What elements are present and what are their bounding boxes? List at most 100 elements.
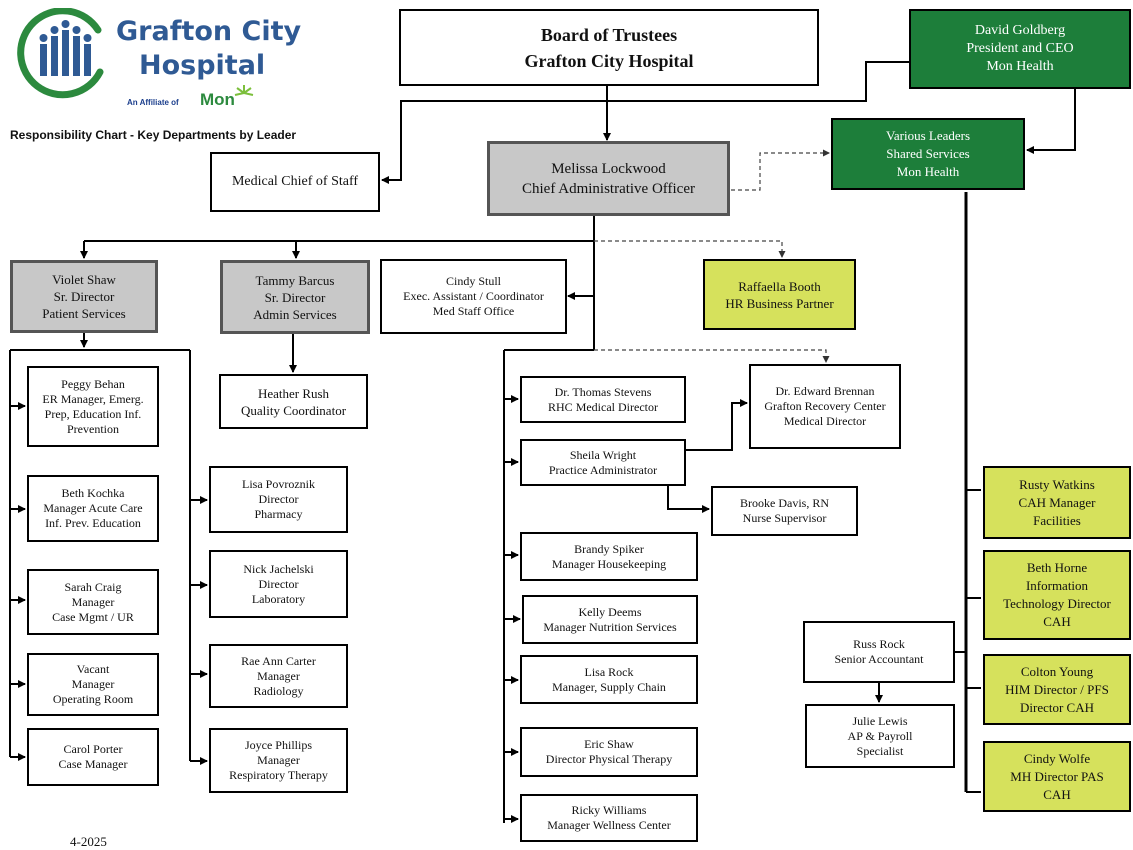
node-medical-chief: Medical Chief of Staff	[210, 152, 380, 212]
node-cindy-wolfe: Cindy Wolfe MH Director PAS CAH	[983, 741, 1131, 812]
node-line: Beth Horne	[1026, 560, 1088, 575]
node-line: Joyce Phillips	[244, 738, 312, 752]
node-brandy-spiker: Brandy Spiker Manager Housekeeping	[520, 532, 698, 581]
node-line: Chief Administrative Officer	[521, 180, 695, 197]
footer-date: 4-2025	[70, 834, 107, 849]
node-line: Prevention	[67, 421, 119, 436]
node-line: Director	[258, 576, 299, 591]
node-line: Manager Acute Care	[43, 501, 143, 515]
node-cindy-stull: Cindy Stull Exec. Assistant / Coordinato…	[380, 259, 567, 334]
node-violet-shaw: Violet Shaw Sr. Director Patient Service…	[10, 260, 158, 333]
node-line: Sr. Director	[53, 289, 115, 304]
hospital-logo-emblem	[17, 8, 104, 99]
node-line: President and CEO	[966, 41, 1074, 56]
node-line: CAH Manager	[1018, 494, 1096, 510]
node-line: Mon Health	[986, 59, 1054, 74]
node-line: Laboratory	[251, 591, 306, 606]
node-line: Manager Housekeeping	[551, 556, 667, 571]
node-line: Quality Coordinator	[240, 402, 347, 418]
node-line: Rae Ann Carter	[241, 653, 316, 668]
affiliate-label: An Affiliate of	[127, 98, 179, 107]
node-line: Shared Services	[886, 146, 970, 161]
node-julie-lewis: Julie Lewis AP & Payroll Specialist	[805, 704, 955, 768]
node-line: Brandy Spiker	[574, 541, 644, 556]
node-line: Lisa Rock	[584, 664, 634, 679]
node-line: Exec. Assistant / Coordinator	[403, 289, 544, 303]
node-vacant: Vacant Manager Operating Room	[27, 653, 159, 716]
node-line: RHC Medical Director	[548, 399, 658, 414]
node-line: Med Staff Office	[432, 304, 515, 318]
node-line: Director CAH	[1019, 699, 1094, 715]
node-line: Board of Trustees	[540, 24, 678, 45]
node-line: Manager	[71, 677, 115, 691]
node-russ-rock: Russ Rock Senior Accountant	[803, 621, 955, 683]
node-brooke-davis: Brooke Davis, RN Nurse Supervisor	[711, 486, 858, 536]
node-line: Manager Wellness Center	[547, 818, 671, 832]
node-line: Brooke Davis, RN	[740, 496, 829, 510]
chart-title: Responsibility Chart - Key Departments b…	[10, 128, 297, 142]
node-edward-brennan: Dr. Edward Brennan Grafton Recovery Cent…	[749, 364, 901, 449]
node-line: Cindy Stull	[445, 274, 501, 288]
node-rae-ann-carter: Rae Ann Carter Manager Radiology	[209, 644, 348, 708]
node-line: Rusty Watkins	[1019, 476, 1095, 492]
node-line: Information	[1025, 578, 1089, 593]
node-lisa-rock: Lisa Rock Manager, Supply Chain	[520, 655, 698, 704]
node-line: CAH	[1043, 786, 1071, 802]
node-raffaella-booth: Raffaella Booth HR Business Partner	[703, 259, 856, 330]
node-line: Tammy Barcus	[255, 272, 335, 288]
node-sarah-craig: Sarah Craig Manager Case Mgmt / UR	[27, 569, 159, 635]
node-line: Case Manager	[58, 757, 128, 771]
node-line: Lisa Povroznik	[242, 477, 315, 491]
node-line: Radiology	[253, 683, 304, 698]
node-line: Operating Room	[52, 692, 134, 706]
node-beth-horne: Beth Horne Information Technology Direct…	[983, 550, 1131, 640]
node-line: Heather Rush	[257, 385, 330, 401]
node-line: CAH	[1043, 614, 1071, 629]
node-line: Patient Services	[42, 306, 126, 321]
node-line: HR Business Partner	[725, 295, 834, 311]
node-line: Manager	[257, 753, 300, 767]
node-line: Mon Health	[896, 164, 960, 179]
node-line: MH Director PAS	[1010, 768, 1104, 784]
node-line: AP & Payroll	[847, 728, 913, 743]
node-tammy-barcus: Tammy Barcus Sr. Director Admin Services	[220, 260, 370, 334]
node-lisa-povroznik: Lisa Povroznik Director Pharmacy	[209, 466, 348, 533]
node-line: Manager, Supply Chain	[552, 679, 666, 694]
node-line: David Goldberg	[974, 23, 1066, 38]
node-line: Practice Administrator	[548, 462, 658, 477]
node-kelly-deems: Kelly Deems Manager Nutrition Services	[522, 595, 698, 644]
node-line: Technology Director	[1003, 596, 1111, 611]
node-various-leaders: Various Leaders Shared Services Mon Heal…	[831, 118, 1025, 190]
node-lockwood: Melissa Lockwood Chief Administrative Of…	[487, 141, 730, 216]
node-line: Facilities	[1033, 512, 1081, 528]
node-line: Inf. Prev. Education	[45, 516, 141, 530]
node-line: Director	[258, 492, 299, 506]
node-goldberg: David Goldberg President and CEO Mon Hea…	[909, 9, 1131, 89]
logo-name-line2: Hospital	[139, 50, 266, 81]
node-line: Pharmacy	[254, 507, 303, 521]
logo-name-line1: Grafton City	[116, 16, 302, 47]
node-line: Manager	[257, 668, 300, 683]
node-heather-rush: Heather Rush Quality Coordinator	[219, 374, 368, 429]
node-line: Violet Shaw	[52, 272, 116, 287]
node-line: Manager Nutrition Services	[543, 619, 677, 634]
node-colton-young: Colton Young HIM Director / PFS Director…	[983, 654, 1131, 725]
node-eric-shaw: Eric Shaw Director Physical Therapy	[520, 727, 698, 777]
node-nick-jachelski: Nick Jachelski Director Laboratory	[209, 550, 348, 618]
node-line: Medical Chief of Staff	[231, 174, 359, 189]
node-line: Sr. Director	[264, 289, 326, 305]
node-line: Grafton Recovery Center	[764, 399, 886, 413]
node-line: Dr. Thomas Stevens	[554, 384, 652, 399]
node-board: Board of Trustees Grafton City Hospital	[399, 9, 819, 86]
node-line: Ricky Williams	[571, 803, 647, 817]
sunburst-icon	[234, 85, 254, 96]
affiliate-brand: Mon	[200, 90, 235, 109]
node-peggy-behan: Peggy Behan ER Manager, Emerg. Prep, Edu…	[27, 366, 159, 447]
node-beth-kochka: Beth Kochka Manager Acute Care Inf. Prev…	[27, 475, 159, 542]
node-line: Beth Kochka	[61, 486, 125, 500]
node-line: Grafton City Hospital	[524, 50, 694, 71]
node-line: Eric Shaw	[584, 737, 634, 751]
node-line: Raffaella Booth	[738, 278, 821, 294]
node-line: ER Manager, Emerg.	[42, 391, 144, 406]
node-line: Melissa Lockwood	[551, 160, 666, 177]
